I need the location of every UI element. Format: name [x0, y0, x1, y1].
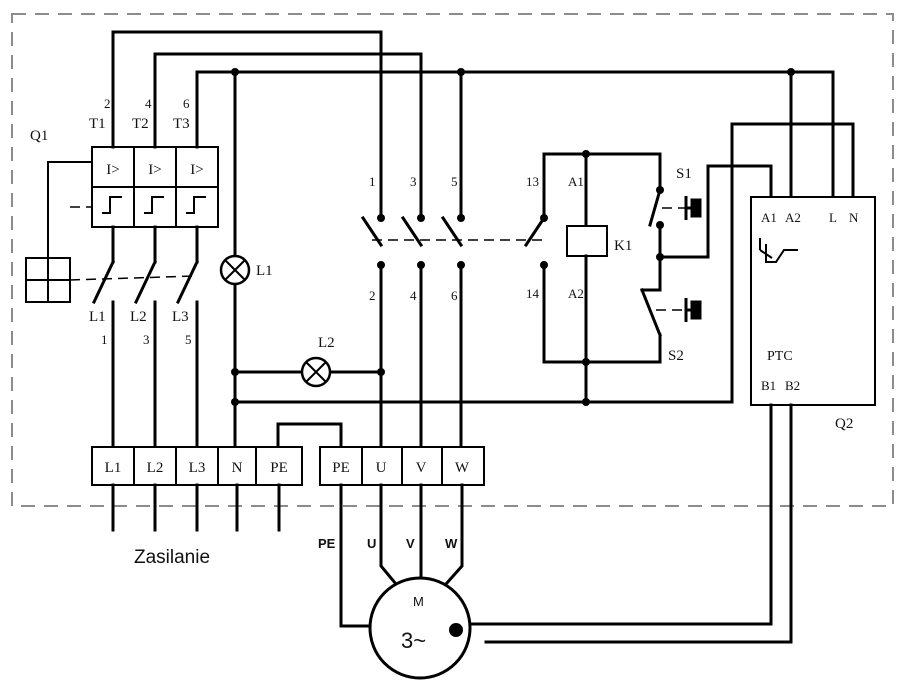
- lamp-l1: [219, 254, 251, 286]
- q1-terminal-t3: T3: [173, 116, 190, 132]
- coil-a1: A1: [568, 174, 584, 189]
- ptc-terminal-a1: A1: [761, 210, 777, 225]
- q1-terminal-l1: L1: [89, 309, 106, 325]
- terminal-supply-n: N: [232, 460, 243, 476]
- ptc-terminal-b1: B1: [761, 378, 776, 393]
- q1-trip-symbol-1: I>: [106, 162, 119, 178]
- contactor-k1-main-contacts: [360, 215, 545, 248]
- q1-bottom-number-3: 5: [185, 332, 192, 347]
- terminal-motor-w: W: [455, 460, 470, 476]
- motor-wire-u: U: [367, 536, 376, 551]
- q1-terminal-l2: L2: [130, 309, 147, 325]
- motor-wire-v: V: [406, 536, 415, 551]
- q1-bottom-number-1: 1: [101, 332, 108, 347]
- q1-contact-2: [134, 260, 157, 304]
- q1-contact-3: [176, 260, 199, 304]
- contactor-top-number-5: 5: [451, 174, 458, 189]
- q1-breaker: I> I> I>: [25, 146, 219, 449]
- main-wiring: [111, 30, 855, 449]
- aux-contact-13: 13: [526, 174, 539, 189]
- supply-label: Zasilanie: [134, 547, 210, 568]
- terminal-strip-motor: [319, 446, 485, 486]
- terminal-supply-pe: PE: [270, 460, 288, 476]
- supply-leads: [111, 483, 281, 532]
- terminal-supply-l1: L1: [105, 460, 122, 476]
- s1-button-icon: [684, 196, 702, 220]
- q1-top-number-2: 4: [145, 96, 152, 111]
- contactor-bottom-number-6: 6: [451, 288, 458, 303]
- q1-terminal-t2: T2: [132, 116, 149, 132]
- q1-top-number-3: 6: [183, 96, 190, 111]
- q1-terminal-l3: L3: [172, 309, 189, 325]
- ptc-terminal-b2: B2: [785, 378, 800, 393]
- s2-contact: [640, 288, 662, 337]
- k1-coil: [566, 225, 608, 257]
- terminal-supply-l3: L3: [189, 460, 206, 476]
- contactor-bottom-number-2: 2: [369, 288, 376, 303]
- q1-top-number-1: 2: [104, 96, 111, 111]
- motor-wire-pe: PE: [318, 536, 336, 551]
- q1-mechanism-link: [47, 161, 92, 262]
- ptc-label: Q2: [835, 416, 853, 432]
- ptc-contact-icon: [759, 238, 798, 263]
- q1-contact-1: [92, 260, 115, 304]
- q1-label: Q1: [30, 128, 48, 144]
- motor-wire-w: W: [445, 536, 458, 551]
- lamp-l2: [300, 356, 332, 388]
- control-circuit: [523, 150, 773, 404]
- q1-trip-symbol-3: I>: [190, 162, 203, 178]
- ptc-name: PTC: [767, 349, 793, 364]
- lamp-l2-label: L2: [318, 335, 335, 351]
- ptc-terminal-a2: A2: [785, 210, 801, 225]
- contactor-bottom-number-4: 4: [410, 288, 417, 303]
- aux-contact-14: 14: [526, 286, 540, 301]
- s1-contact: [648, 188, 662, 227]
- terminal-motor-v: V: [416, 460, 427, 476]
- switch-s2-label: S2: [668, 348, 684, 364]
- contactor-top-number-1: 1: [369, 174, 376, 189]
- motor-type: 3~: [401, 628, 426, 653]
- thermal-trip-3: [186, 196, 206, 214]
- thermal-trip-2: [144, 196, 164, 214]
- enclosure-boundary: [11, 13, 894, 507]
- q1-terminal-t1: T1: [89, 116, 106, 132]
- contactor-top-number-3: 3: [410, 174, 417, 189]
- motor-icon: [368, 576, 472, 680]
- s2-button-icon: [684, 298, 702, 322]
- thermal-trip-1: [102, 196, 122, 214]
- lamp-l1-label: L1: [256, 263, 273, 279]
- terminal-motor-pe: PE: [332, 460, 350, 476]
- q1-bottom-number-2: 3: [143, 332, 150, 347]
- ptc-terminal-l: L: [829, 210, 837, 225]
- motor-leads: [339, 483, 464, 628]
- ptc-relay-q2: [457, 196, 876, 644]
- switch-s1-label: S1: [676, 166, 692, 182]
- contactor-label: K1: [614, 238, 632, 254]
- terminal-supply-l2: L2: [147, 460, 164, 476]
- q1-trip-symbol-2: I>: [148, 162, 161, 178]
- motor-name: M: [413, 594, 424, 609]
- terminal-motor-u: U: [376, 460, 387, 476]
- ptc-terminal-n: N: [849, 210, 859, 225]
- coil-a2: A2: [568, 286, 584, 301]
